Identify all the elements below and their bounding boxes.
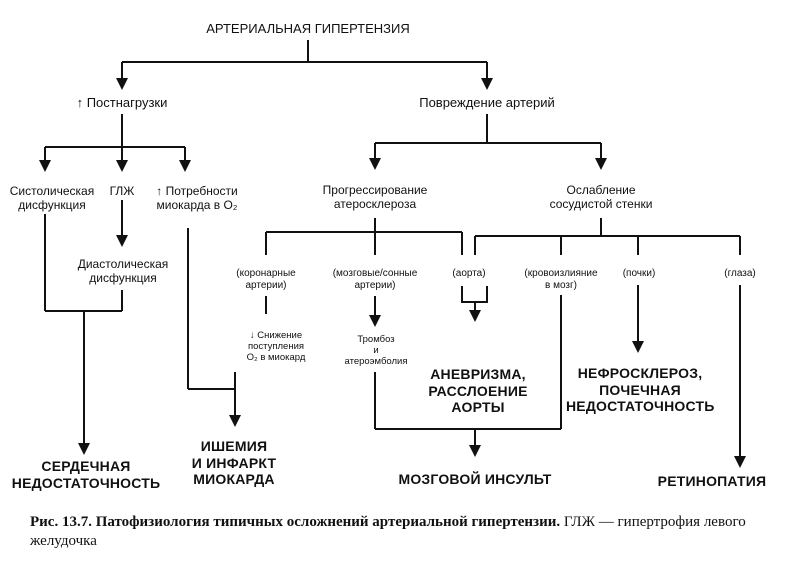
cerebral-node: (мозговые/сонные артерии) [328,268,422,292]
afterload-label: ↑ Постнагрузки [76,95,168,110]
eyes-node: (глаза) [713,268,767,280]
kidneys-node: (почки) [614,268,664,280]
hemorrhage-line-2: в мозг) [545,279,577,291]
aneurysm-line-1: АНЕВРИЗМА, [430,366,526,382]
myocardial-demand-node: ↑ Потребности миокарда в O₂ [144,184,250,212]
heart-failure-node: СЕРДЕЧНАЯ НЕДОСТАТОЧНОСТЬ [4,458,168,491]
coronary-line-1: (коронарные [236,268,296,279]
vessel-wall-node: Ослабление сосудистой стенки [536,183,666,211]
hemorrhage-node: (кровоизлияние в мозг) [514,268,608,292]
nephrosclerosis-line-2: ПОЧЕЧНАЯ [599,381,681,398]
diastolic-node: Диастолическая дисфункция [64,257,182,285]
systolic-node: Систолическая дисфункция [2,184,102,212]
o2-supply-line-3: O₂ в миокард [246,352,306,364]
systolic-line-1: Систолическая [9,184,95,198]
cerebral-line-2: артерии) [354,279,396,291]
myocardial-demand-line-2: миокарда в O₂ [156,198,238,213]
atherosclerosis-line-1: Прогрессирование [322,183,428,197]
artery-damage-node: Повреждение артерий [402,95,572,110]
heart-failure-line-2: НЕДОСТАТОЧНОСТЬ [11,474,161,491]
figure-caption: Рис. 13.7. Патофизиология типичных ослож… [30,513,770,551]
myocardial-demand-line-1: ↑ Потребности [156,184,238,198]
aneurysm-line-2: РАССЛОЕНИЕ [428,382,528,399]
thrombosis-node: Тромбоз и атероэмболия [334,334,418,368]
retinopathy-node: РЕТИНОПАТИЯ [650,473,774,490]
ischemia-line-1: ИШЕМИЯ [200,438,268,454]
eyes-label: (глаза) [724,268,756,279]
nephrosclerosis-node: НЕФРОСКЛЕРОЗ, ПОЧЕЧНАЯ НЕДОСТАТОЧНОСТЬ [566,365,714,415]
aneurysm-line-3: АОРТЫ [451,399,505,416]
ischemia-line-3: МИОКАРДА [193,471,275,488]
stroke-node: МОЗГОВОЙ ИНСУЛЬТ [392,471,558,488]
atherosclerosis-node: Прогрессирование атеросклероза [312,183,438,211]
coronary-node: (коронарные артерии) [226,268,306,292]
kidneys-label: (почки) [622,268,656,279]
o2-supply-line-2: поступления [247,341,305,353]
heart-failure-line-1: СЕРДЕЧНАЯ [41,458,131,474]
aorta-label: (аорта) [452,268,486,279]
nephrosclerosis-line-1: НЕФРОСКЛЕРОЗ, [577,365,703,381]
caption-text: ГЛЖ — гипертрофия левого желудочка [30,514,746,549]
vessel-wall-line-2: сосудистой стенки [549,197,653,212]
hemorrhage-line-1: (кровоизлияние [524,268,598,279]
coronary-line-2: артерии) [245,279,287,291]
systolic-line-2: дисфункция [18,198,86,213]
cerebral-line-1: (мозговые/сонные [332,268,418,279]
artery-damage-label: Повреждение артерий [419,95,555,110]
aorta-node: (аорта) [444,268,494,280]
lvh-node: ГЛЖ [104,184,140,198]
ischemia-line-2: И ИНФАРКТ [191,454,277,471]
root-node: АРТЕРИАЛЬНАЯ ГИПЕРТЕНЗИЯ [180,21,436,36]
diastolic-line-2: дисфункция [89,271,157,286]
afterload-node: ↑ Постнагрузки [62,95,182,110]
caption-label: Рис. 13.7. Патофизиология типичных ослож… [30,514,561,530]
thrombosis-line-3: атероэмболия [344,356,408,368]
root-label: АРТЕРИАЛЬНАЯ ГИПЕРТЕНЗИЯ [206,21,410,36]
nephrosclerosis-line-3: НЕДОСТАТОЧНОСТЬ [566,398,715,415]
vessel-wall-line-1: Ослабление [566,183,636,197]
ischemia-node: ИШЕМИЯ И ИНФАРКТ МИОКАРДА [180,438,288,488]
lvh-label: ГЛЖ [109,184,135,198]
stroke-label: МОЗГОВОЙ ИНСУЛЬТ [398,471,552,487]
retinopathy-label: РЕТИНОПАТИЯ [657,473,767,489]
atherosclerosis-line-2: атеросклероза [333,197,417,212]
diastolic-line-1: Диастолическая [77,257,169,271]
o2-supply-node: ↓ Снижение поступления O₂ в миокард [230,330,322,364]
thrombosis-line-1: Тромбоз [357,334,395,345]
o2-supply-line-1: ↓ Снижение [249,330,303,341]
aneurysm-node: АНЕВРИЗМА, РАССЛОЕНИЕ АОРТЫ [418,366,538,416]
thrombosis-line-2: и [373,345,379,357]
